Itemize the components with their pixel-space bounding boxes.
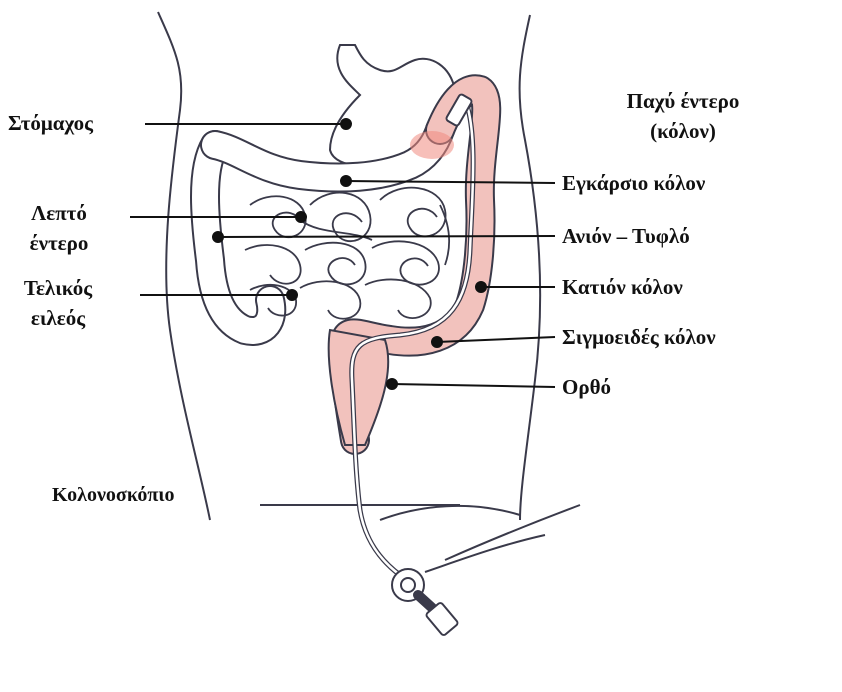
- label-rectum: Ορθό: [562, 375, 612, 399]
- label-small-intestine-line2: έντερο: [29, 231, 89, 255]
- pointer-dot-ascending-cecum: [212, 231, 224, 243]
- label-small-intestine: Λεπτό έντερο: [14, 198, 104, 258]
- label-terminal-ileum-line2: ειλεός: [30, 306, 86, 330]
- label-large-intestine: Παχύ έντερο (κόλον): [608, 86, 758, 146]
- pointer-dot-transverse-colon: [340, 175, 352, 187]
- label-sigmoid-colon: Σιγμοειδές κόλον: [562, 325, 716, 349]
- pointer-dot-terminal-ileum: [286, 289, 298, 301]
- pointer-dot-small-intestine: [295, 211, 307, 223]
- torso-outline: [157, 11, 581, 561]
- pointer-dot-descending-colon: [475, 281, 487, 293]
- pointer-ascending-cecum: [217, 235, 556, 238]
- label-ascending-cecum: Ανιόν – Τυφλό: [562, 224, 690, 248]
- colonoscope-shape: [349, 93, 546, 636]
- pointers: [130, 118, 556, 390]
- label-terminal-ileum-line1: Τελικός: [23, 276, 93, 300]
- label-colonoscope: Κολονοσκόπιο: [52, 484, 175, 506]
- pointer-transverse-colon: [345, 180, 556, 184]
- label-large-intestine-line2: (κόλον): [650, 119, 716, 143]
- pointer-sigmoid-colon: [436, 336, 556, 343]
- label-terminal-ileum: Τελικός ειλεός: [8, 273, 108, 333]
- pointer-dot-rectum: [386, 378, 398, 390]
- pointer-dot-stomach: [340, 118, 352, 130]
- label-descending-colon: Κατιόν κόλον: [562, 275, 683, 299]
- scope-tip-glow: [410, 131, 454, 159]
- label-stomach: Στόμαχος: [8, 111, 93, 135]
- label-transverse-colon: Εγκάρσιο κόλον: [562, 171, 706, 195]
- label-small-intestine-line1: Λεπτό: [31, 201, 87, 225]
- pointer-rectum: [391, 383, 556, 388]
- label-large-intestine-line1: Παχύ έντερο: [626, 89, 740, 113]
- pointer-dot-sigmoid-colon: [431, 336, 443, 348]
- small-intestine-loops: [244, 186, 451, 320]
